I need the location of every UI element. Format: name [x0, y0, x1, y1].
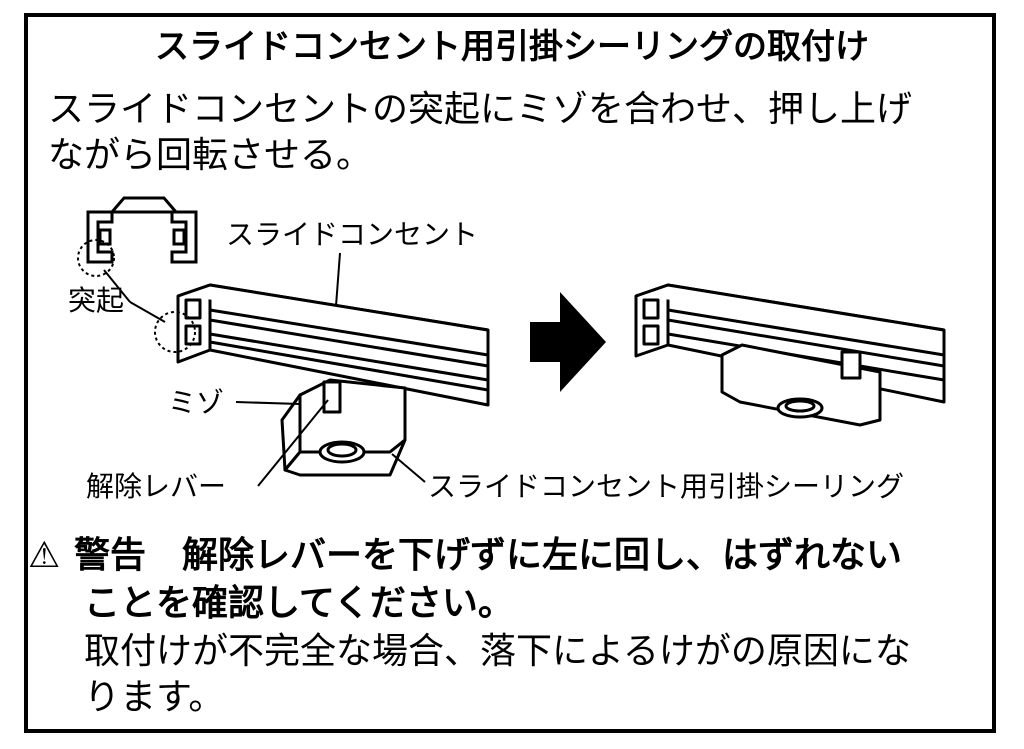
label-groove: ミゾ — [168, 386, 224, 419]
rail-cross-section — [86, 196, 198, 264]
ceiling-attachment-left — [280, 378, 407, 477]
ceiling-attachment-installed — [720, 343, 882, 427]
figure-frame — [24, 13, 996, 733]
page-title: スライドコンセント用引掛シーリングの取付け — [155, 27, 869, 67]
label-ceiling-fitting: スライドコンセント用引掛シーリング — [428, 470, 904, 503]
protrusion-highlight-rail — [154, 311, 196, 353]
description-line-2: ながら回転させる。 — [48, 135, 373, 176]
label-protrusion: 突起 — [68, 284, 124, 317]
warning-note-line-2: ります。 — [84, 677, 225, 718]
direction-arrow-icon — [530, 292, 606, 392]
label-release-lever: 解除レバー — [86, 470, 226, 503]
warning-line-1: 警告 解除レバーを下げずに左に回し、はずれない — [74, 535, 903, 576]
warning-note-line-1: 取付けが不完全な場合、落下によるけがの原因にな — [84, 631, 911, 672]
label-slide-outlet: スライドコンセント — [226, 218, 478, 251]
warning-line-2: ことを確認してください。 — [84, 583, 514, 624]
description-line-1: スライドコンセントの突起にミゾを合わせ、押し上げ — [48, 89, 913, 130]
protrusion-highlight-top — [77, 239, 115, 277]
leader-lines — [103, 252, 426, 487]
warning-triangle-icon: ⚠ — [28, 535, 61, 576]
